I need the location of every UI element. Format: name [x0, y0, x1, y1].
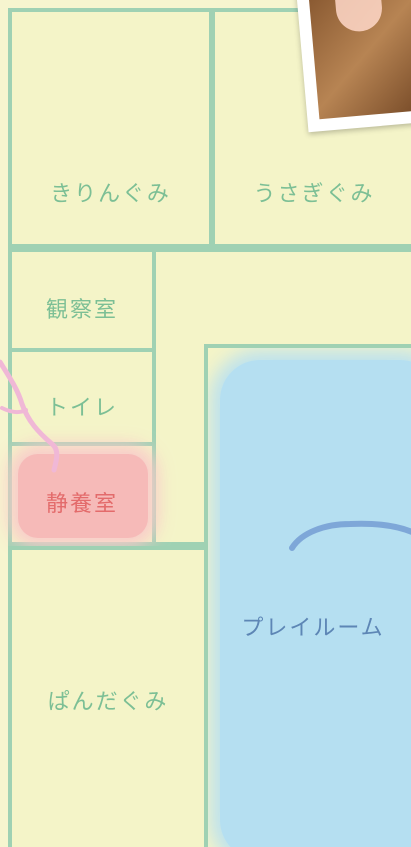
room-playroom-label: プレイルーム — [241, 616, 385, 641]
room-panda[interactable]: ぱんだぐみ — [8, 546, 208, 847]
corridor-upper — [154, 248, 411, 352]
room-toilet[interactable]: トイレ — [8, 348, 156, 446]
room-usagi-label: うさぎぐみ — [253, 182, 375, 207]
room-toilet-label: トイレ — [45, 396, 118, 421]
corridor-left — [154, 348, 208, 546]
room-seiyou-label: 静養室 — [45, 492, 118, 517]
playroom-highlight — [220, 360, 411, 847]
room-panda-label: ぱんだぐみ — [47, 690, 169, 715]
room-kirin-label: きりんぐみ — [50, 182, 171, 207]
room-playroom[interactable]: プレイルーム — [204, 344, 411, 847]
room-kansatsu[interactable]: 観察室 — [8, 248, 156, 352]
room-seiyou[interactable]: 静養室 — [8, 442, 156, 546]
room-kansatsu-label: 観察室 — [45, 298, 118, 323]
photo-image — [309, 0, 411, 120]
corner-photo — [296, 0, 411, 133]
room-kirin[interactable]: きりんぐみ — [8, 8, 214, 248]
